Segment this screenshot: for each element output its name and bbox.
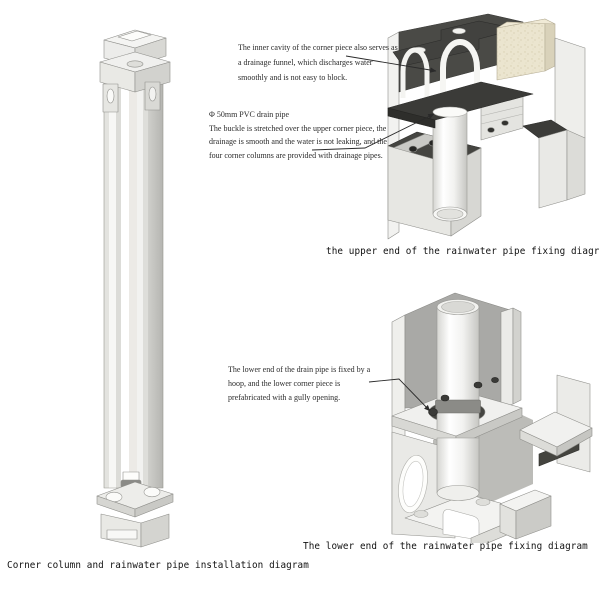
gully-opening	[398, 454, 428, 514]
lower-right-flange	[519, 411, 593, 467]
hoop-clamp-knobs	[428, 377, 499, 416]
column-shaft	[104, 78, 163, 488]
pvc-pipe-lower	[435, 299, 481, 439]
buckle-note-text: The buckle is stretched over the upper c…	[209, 123, 387, 160]
column-bottom-flange	[96, 481, 174, 518]
note-inner-cavity: The inner cavity of the corner piece als…	[238, 43, 398, 82]
pvc-pipe-lower-end	[436, 437, 480, 501]
corner-column-drawing	[96, 29, 174, 548]
pvc-pipe-upper	[432, 103, 468, 222]
upper-right-wall	[554, 37, 586, 139]
upper-right-step	[522, 119, 586, 209]
column-base-bracket	[100, 513, 170, 548]
note-lower-fix: The lower end of the drain pipe is fixed…	[228, 365, 371, 402]
foam-block	[496, 18, 556, 81]
arch-large	[440, 39, 480, 100]
note-drain-pipe: Φ 50mm PVC drain pipe The buckle is stre…	[209, 108, 401, 162]
drain-pipe-spec-label: Φ 50mm PVC drain pipe	[209, 110, 290, 119]
column-lug-left	[102, 83, 119, 113]
lower-angle-bar	[500, 307, 522, 409]
bottom-plate-notch	[442, 509, 480, 541]
caption-lower-diagram: The lower end of the rainwater pipe fixi…	[303, 541, 588, 552]
lower-fixing-drawing	[391, 292, 593, 543]
caption-column-diagram: Corner column and rainwater pipe install…	[7, 560, 309, 571]
pipe-hoop	[435, 399, 481, 414]
column-lug-right	[144, 81, 161, 111]
upper-fixing-drawing	[387, 13, 586, 240]
caption-upper-diagram: the upper end of the rainwater pipe fixi…	[326, 246, 600, 257]
lower-right-bracket	[499, 489, 552, 540]
column-top-cap	[99, 29, 171, 93]
